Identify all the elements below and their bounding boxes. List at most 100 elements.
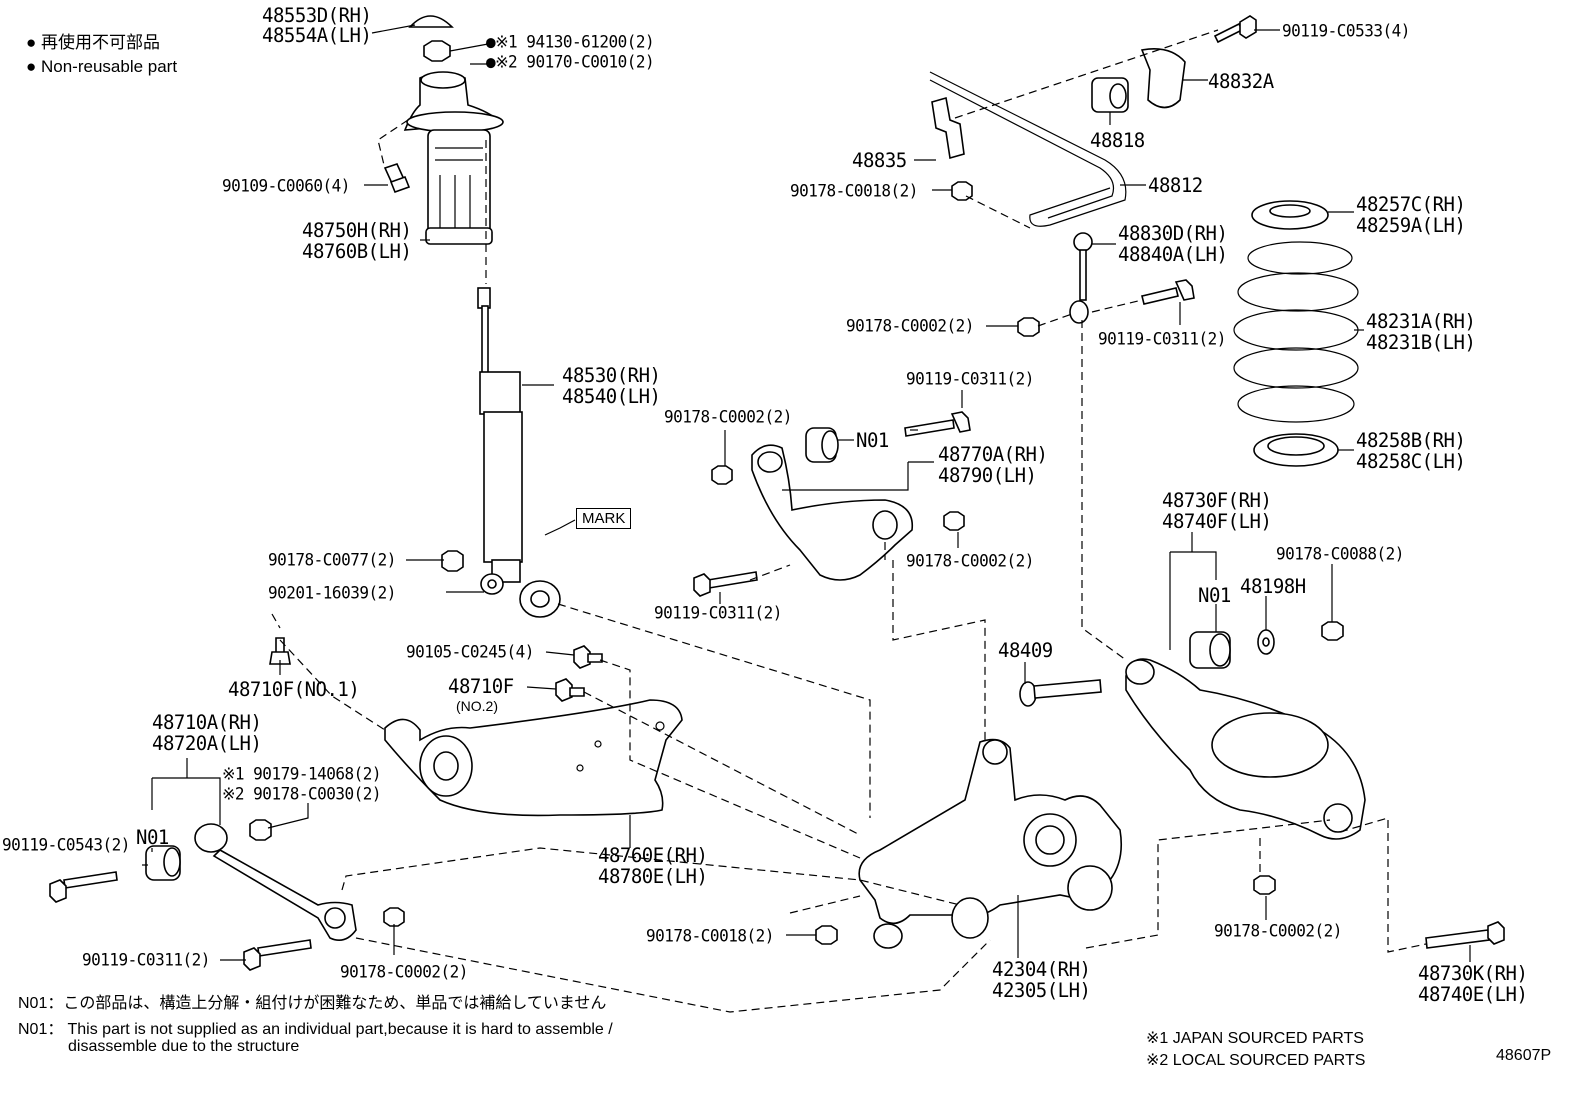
- label-90178-C0088: 90178-C0088(2): [1276, 543, 1404, 564]
- label-90119-C0311-lower: 90119-C0311(2): [82, 949, 210, 970]
- label-90170-C0010: ●※2 90170-C0010(2): [486, 51, 655, 72]
- label-48818: 48818: [1090, 128, 1145, 153]
- nut-90178-c0088: [1321, 621, 1344, 641]
- label-48540: 48540(LH): [562, 384, 661, 409]
- note-n01-en-1: N01： This part is not supplied as an ind…: [18, 1021, 613, 1038]
- label-48720A: 48720A(LH): [152, 731, 262, 756]
- lower-arm-48710A: [194, 823, 357, 941]
- bolt-90119-c0311-upper-b: [693, 571, 758, 597]
- spring-lower-seat: [1253, 433, 1339, 467]
- washer-48198H: [1257, 629, 1275, 655]
- label-48710F-no2: (NO.2): [456, 698, 498, 714]
- label-90178-C0077: 90178-C0077(2): [268, 549, 396, 570]
- coil-spring: [1233, 241, 1359, 423]
- label-90119-C0533: 90119-C0533(4): [1282, 20, 1410, 41]
- assembly-dashed-lines: [271, 29, 1427, 1013]
- label-n01-lower-control-arm: N01: [1198, 583, 1231, 608]
- label-90105-C0245: 90105-C0245(4): [406, 641, 534, 662]
- legend-non-reusable-en: ● Non-reusable part: [26, 57, 178, 76]
- stabilizer-bar: [929, 71, 1127, 227]
- bracket-48835: [931, 96, 965, 160]
- nut-90178-c0030: [249, 819, 272, 841]
- upper-arm-48770A: [751, 444, 914, 581]
- label-48760E: 48760E(RH): [598, 843, 708, 868]
- bushing-n01-lower: [145, 845, 181, 881]
- diagram-code: 48607P: [1496, 1047, 1552, 1064]
- bolt-90119-c0311-lower: [243, 939, 312, 971]
- bolt-48730K: [1425, 921, 1505, 949]
- label-48553D: 48553D(RH): [262, 3, 372, 28]
- bolt-90119-c0311-upper: [904, 411, 971, 437]
- label-48760B: 48760B(LH): [302, 239, 412, 264]
- nut-90178-c0077: [441, 550, 464, 572]
- label-48198H: 48198H: [1240, 574, 1306, 599]
- label-48830D: 48830D(RH): [1118, 221, 1228, 246]
- bolt-48409: [1019, 679, 1102, 707]
- nut-90178-c0002-lower: [383, 907, 405, 927]
- label-48740F: 48740F(LH): [1162, 509, 1272, 534]
- leader-lines: [142, 24, 1471, 962]
- label-48730F: 48730F(RH): [1162, 488, 1272, 513]
- label-94130-61200: ●※1 94130-61200(2): [486, 31, 655, 52]
- bolt-90119-c0533: [1213, 15, 1257, 44]
- bushing-n01-lower-arm: [1189, 631, 1231, 669]
- bushing-48818: [1091, 77, 1129, 113]
- label-48750H: 48750H(RH): [302, 218, 412, 243]
- label-48409: 48409: [998, 638, 1053, 663]
- bushing-n01-upper: [805, 427, 839, 463]
- label-90119-C0543: 90119-C0543(2): [2, 834, 130, 855]
- note-japan-sourced: ※1 JAPAN SOURCED PARTS: [1146, 1030, 1364, 1047]
- label-48730K: 48730K(RH): [1418, 961, 1528, 986]
- label-48770A: 48770A(RH): [938, 442, 1048, 467]
- label-90178-C0018-knuckle: 90178-C0018(2): [646, 925, 774, 946]
- bolt-90119-c0311-link: [1141, 279, 1195, 305]
- label-90109-C0060: 90109-C0060(4): [222, 175, 350, 196]
- label-48259A: 48259A(LH): [1356, 213, 1466, 238]
- label-48710F-no1: 48710F(NO.1): [228, 677, 360, 702]
- label-48258C: 48258C(LH): [1356, 449, 1466, 474]
- label-48231A: 48231A(RH): [1366, 309, 1476, 334]
- shock-mount: [403, 71, 504, 133]
- label-48710F: 48710F: [448, 674, 514, 699]
- nut-90178-c0002-upper-a: [711, 465, 733, 485]
- bolt-90109: [383, 163, 411, 194]
- label-48832A: 48832A: [1208, 69, 1274, 94]
- label-48231B: 48231B(LH): [1366, 330, 1476, 355]
- bolt-90105: [573, 645, 603, 669]
- spring-upper-seat: [1251, 200, 1329, 230]
- bolt-90119-c0543: [49, 871, 118, 903]
- label-90178-C0002-upper-b: 90178-C0002(2): [906, 550, 1034, 571]
- label-90119-C0311-upper-b: 90119-C0311(2): [654, 602, 782, 623]
- upper-cap: [408, 15, 454, 28]
- label-90178-C0002-upper-a: 90178-C0002(2): [664, 406, 792, 427]
- label-48790: 48790(LH): [938, 463, 1037, 488]
- nut-90178-c0018-top: [951, 181, 973, 201]
- shock-absorber: [477, 287, 561, 618]
- note-n01-jp: N01：この部品は、構造上分解・組付けが困難なため、単品では補給していません: [18, 995, 607, 1012]
- label-n01-lower-arm: N01: [136, 825, 169, 850]
- washer-90201: [480, 573, 504, 595]
- label-42305: 42305(LH): [992, 978, 1091, 1003]
- label-42304: 42304(RH): [992, 957, 1091, 982]
- label-48780E: 48780E(LH): [598, 864, 708, 889]
- label-90178-C0002-arm: 90178-C0002(2): [1214, 920, 1342, 941]
- label-48257C: 48257C(RH): [1356, 192, 1466, 217]
- nut-90178-c0002-upper-b: [943, 511, 965, 531]
- label-48530: 48530(RH): [562, 363, 661, 388]
- stabilizer-link: [1069, 232, 1093, 324]
- label-90179-14068: ※1 90179-14068(2): [222, 763, 382, 784]
- bracket-48832A: [1140, 48, 1186, 109]
- label-90178-C0002-lower: 90178-C0002(2): [340, 961, 468, 982]
- label-90178-C0002-link: 90178-C0002(2): [846, 315, 974, 336]
- label-48812: 48812: [1148, 173, 1203, 198]
- mark-label: MARK: [576, 508, 632, 529]
- bolt-48710F-no2: [555, 678, 585, 702]
- label-48840A: 48840A(LH): [1118, 242, 1228, 267]
- nut-90178-c0002-link: [1017, 317, 1040, 337]
- label-48740E: 48740E(LH): [1418, 982, 1528, 1007]
- lower-control-arm-48730F: [1125, 658, 1366, 840]
- label-90119-C0311-link: 90119-C0311(2): [1098, 328, 1226, 349]
- label-48258B: 48258B(RH): [1356, 428, 1466, 453]
